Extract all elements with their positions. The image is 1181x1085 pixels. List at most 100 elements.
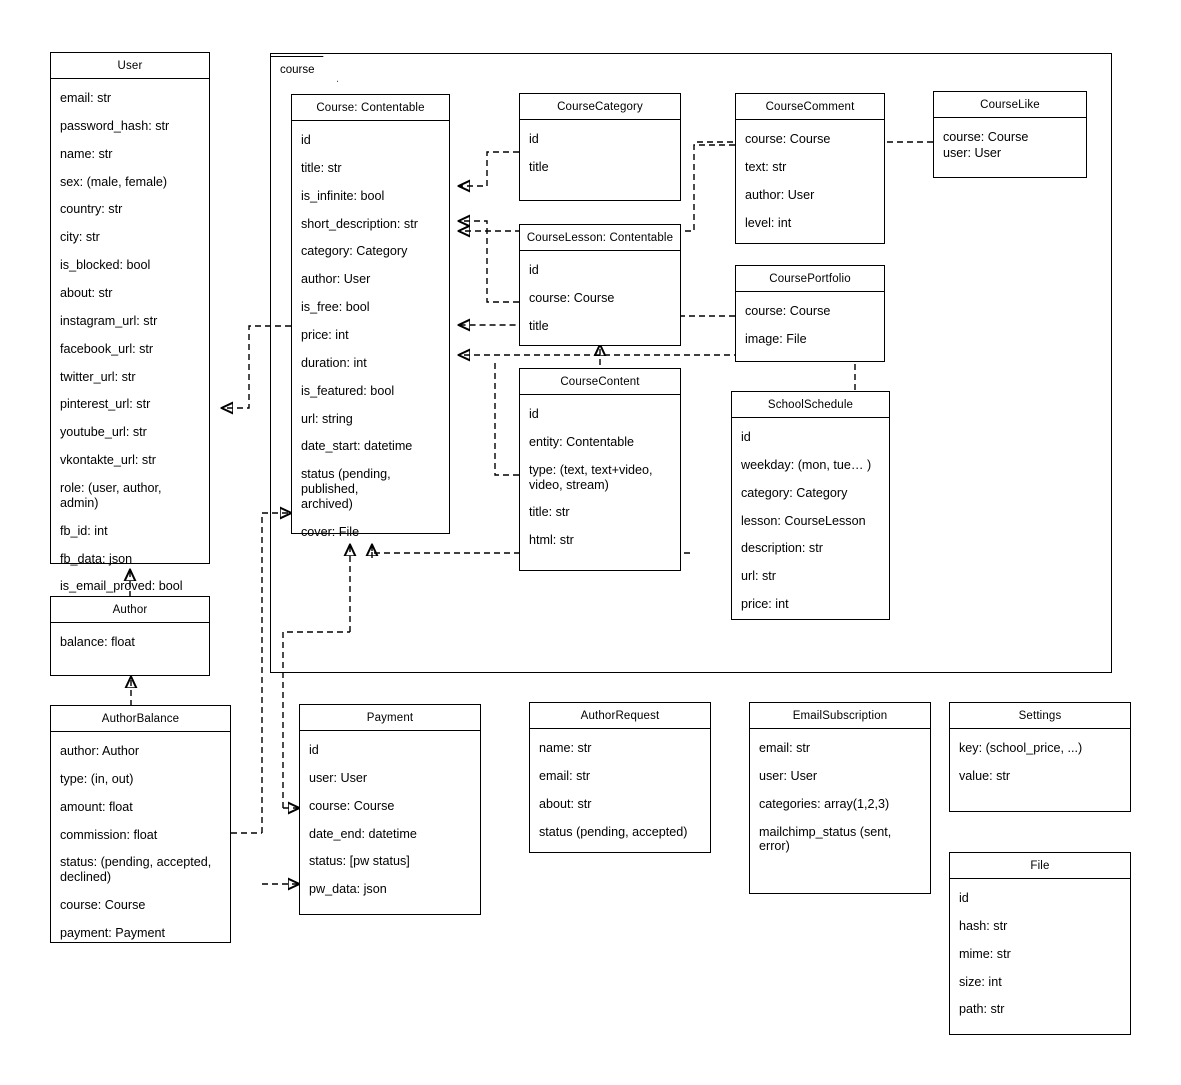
attribute: date_end: datetime: [309, 826, 417, 841]
attribute: text: str: [745, 159, 787, 174]
attribute: user: User: [309, 770, 368, 785]
attribute: id: [529, 132, 539, 146]
attribute: image: File: [745, 331, 807, 346]
attribute: author: User: [745, 187, 815, 202]
attribute: id: [301, 133, 311, 147]
attribute: course: Course: [745, 132, 831, 146]
class-box-course[interactable]: Course: Contentable id title: str is_inf…: [291, 94, 450, 539]
attribute: title: str: [301, 160, 342, 175]
attribute: facebook_url: str: [60, 341, 154, 356]
attribute: vkontakte_url: str: [60, 453, 156, 468]
attribute: name: str: [60, 146, 113, 161]
attribute: weekday: (mon, tue… ): [741, 457, 872, 472]
class-attributes: author: Author type: (in, out) amount: f…: [51, 732, 230, 962]
attribute: hash: str: [959, 918, 1008, 933]
class-box-author[interactable]: Author balance: float: [50, 596, 210, 676]
attribute: course: Course: [60, 898, 146, 913]
class-title: CourseComment: [736, 94, 884, 120]
class-attributes: id title: str is_infinite: bool short_de…: [292, 121, 449, 561]
attribute: twitter_url: str: [60, 369, 136, 384]
attribute: youtube_url: str: [60, 425, 147, 440]
attribute: commission: float: [60, 827, 158, 842]
attribute: key: (school_price, ...): [959, 741, 1083, 755]
attribute: city: str: [60, 230, 100, 245]
attribute: size: int: [959, 974, 1002, 989]
attribute: cover: File: [301, 524, 360, 539]
class-title: SchoolSchedule: [732, 392, 889, 418]
attribute: author: User: [301, 272, 371, 287]
class-attributes: id weekday: (mon, tue… ) category: Categ…: [732, 418, 889, 633]
class-box-emailsubscription[interactable]: EmailSubscription email: str user: User …: [749, 702, 931, 894]
class-box-user[interactable]: User email: str password_hash: str name:…: [50, 52, 210, 593]
attribute: sex: (male, female): [60, 174, 168, 189]
attribute: payment: Payment: [60, 926, 165, 941]
class-attributes: id hash: str mime: str size: int path: s…: [950, 879, 1130, 1038]
attribute: status: (pending, accepted, declined): [60, 855, 212, 885]
attribute: status (pending, accepted): [539, 824, 688, 839]
attribute: pw_data: json: [309, 882, 387, 897]
attribute: status (pending, published, archived): [301, 467, 391, 512]
attribute: category: Category: [741, 485, 848, 500]
class-box-coursecomment[interactable]: CourseComment course: Course text: str a…: [735, 93, 885, 244]
attribute: is_infinite: bool: [301, 188, 385, 203]
attribute: about: str: [539, 796, 592, 811]
class-box-coursecontent[interactable]: CourseContent id entity: Contentable typ…: [519, 368, 681, 571]
class-title: AuthorRequest: [530, 703, 710, 729]
attribute: id: [529, 263, 539, 277]
attribute: url: str: [741, 569, 776, 584]
class-title: AuthorBalance: [51, 706, 230, 732]
class-box-courselike[interactable]: CourseLike course: Course user: User: [933, 91, 1087, 178]
attribute: course: Course: [309, 798, 395, 813]
attribute: fb_data: json: [60, 551, 133, 566]
class-attributes: email: str password_hash: str name: str …: [51, 79, 209, 615]
attribute: course: Course: [943, 130, 1029, 144]
class-box-authorbalance[interactable]: AuthorBalance author: Author type: (in, …: [50, 705, 231, 943]
package-tab-course: course: [270, 56, 338, 82]
attribute: duration: int: [301, 355, 367, 370]
attribute: path: str: [959, 1002, 1005, 1017]
attribute: country: str: [60, 202, 123, 217]
class-title: Settings: [950, 703, 1130, 729]
attribute: course: Course: [745, 304, 831, 318]
class-title: CourseCategory: [520, 94, 680, 120]
attribute: is_free: bool: [301, 300, 370, 315]
attribute: password_hash: str: [60, 118, 170, 133]
attribute: email: str: [539, 768, 591, 783]
attribute: balance: float: [60, 635, 135, 649]
class-box-authorrequest[interactable]: AuthorRequest name: str email: str about…: [529, 702, 711, 853]
class-box-schoolschedule[interactable]: SchoolSchedule id weekday: (mon, tue… ) …: [731, 391, 890, 620]
class-title: CourseLesson: Contentable: [520, 225, 680, 251]
class-attributes: name: str email: str about: str status (…: [530, 729, 710, 860]
class-attributes: course: Course user: User: [934, 118, 1086, 177]
attribute: id: [741, 430, 751, 444]
attribute: title: [529, 159, 549, 174]
class-attributes: id title: [520, 120, 680, 200]
attribute: id: [959, 891, 969, 905]
attribute: type: (text, text+video, video, stream): [529, 462, 653, 492]
class-title: Course: Contentable: [292, 95, 449, 121]
attribute: category: Category: [301, 244, 408, 259]
class-attributes: id course: Course title: [520, 251, 680, 355]
attribute: entity: Contentable: [529, 434, 635, 449]
class-box-settings[interactable]: Settings key: (school_price, ...) value:…: [949, 702, 1131, 812]
attribute: price: int: [741, 597, 789, 612]
class-title: CoursePortfolio: [736, 266, 884, 292]
attribute: pinterest_url: str: [60, 397, 151, 412]
attribute: is_email_proved: bool: [60, 579, 183, 594]
class-box-payment[interactable]: Payment id user: User course: Course dat…: [299, 704, 481, 915]
class-box-coursecategory[interactable]: CourseCategory id title: [519, 93, 681, 201]
class-title: CourseContent: [520, 369, 680, 395]
package-label: course: [280, 63, 315, 76]
class-title: File: [950, 853, 1130, 879]
class-box-courseportfolio[interactable]: CoursePortfolio course: Course image: Fi…: [735, 265, 885, 362]
attribute: user: User: [759, 768, 818, 783]
attribute: price: int: [301, 328, 349, 343]
attribute: short_description: str: [301, 216, 418, 231]
attribute: email: str: [60, 91, 112, 105]
class-title: Author: [51, 597, 209, 623]
class-box-courselesson[interactable]: CourseLesson: Contentable id course: Cou…: [519, 224, 681, 346]
attribute: mailchimp_status (sent, error): [759, 824, 895, 854]
attribute: is_featured: bool: [301, 383, 395, 398]
class-box-file[interactable]: File id hash: str mime: str size: int pa…: [949, 852, 1131, 1035]
attribute: author: Author: [60, 744, 140, 758]
